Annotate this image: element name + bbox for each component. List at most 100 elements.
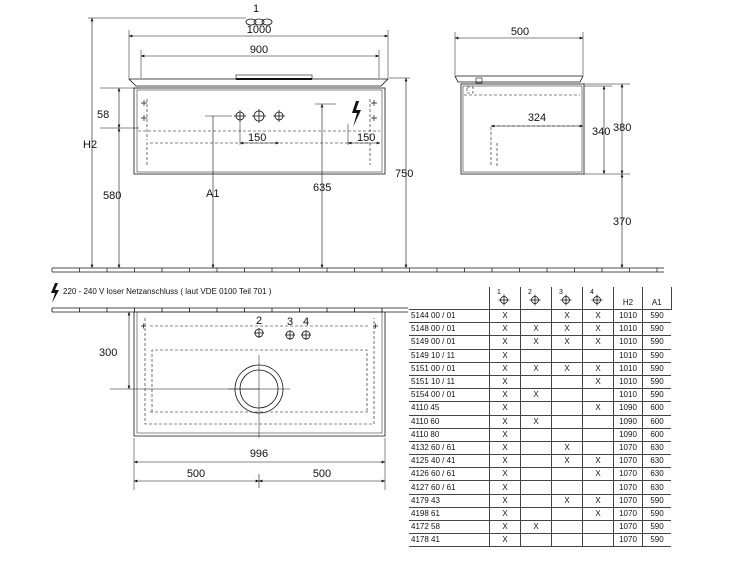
product-code-cell: 4126 60 / 61 (409, 467, 490, 482)
a1-cell: 590 (642, 519, 671, 535)
a1-cell: 600 (642, 414, 671, 429)
mark-cell: X (582, 467, 614, 482)
mark-cell: X (489, 401, 521, 416)
mark-cell: X (520, 335, 552, 350)
h2-cell: 1070 (613, 480, 643, 495)
front-elevation (88, 17, 410, 269)
plan-callout-4: 4 (303, 316, 309, 328)
mark-cell: X (489, 374, 521, 390)
mark-cell: X (582, 506, 614, 522)
product-code-cell: 5151 10 / 11 (409, 374, 490, 390)
product-code-cell: 4127 60 / 61 (409, 480, 490, 495)
mark-cell: X (582, 493, 614, 508)
dim-580: 580 (103, 190, 121, 202)
mark-cell (551, 348, 583, 363)
mark-cell: X (489, 388, 521, 403)
h2-cell: 1010 (613, 308, 643, 324)
mark-cell (551, 480, 583, 495)
mark-cell: X (551, 493, 583, 508)
spec-header-icon-wrap: 1 (495, 287, 515, 309)
mark-cell (520, 401, 552, 416)
product-code-cell: 4132 60 / 61 (409, 440, 490, 456)
a1-cell: 600 (642, 427, 671, 442)
product-code-cell: 4198 61 (409, 506, 490, 522)
mark-cell (520, 374, 552, 390)
dim-340: 340 (592, 126, 610, 138)
mark-cell: X (489, 454, 521, 469)
product-code-cell: 4172 58 (409, 519, 490, 535)
mark-cell: X (520, 519, 552, 535)
mark-cell (582, 388, 614, 403)
dim-basin-width: 900 (250, 44, 268, 56)
front-cabinet (133, 87, 386, 175)
mark-cell (582, 414, 614, 429)
valve-icon (591, 294, 603, 306)
dim-500-right: 500 (313, 468, 331, 480)
mark-cell: X (489, 427, 521, 442)
dim-300: 300 (99, 347, 117, 359)
tap-callout-label: 1 (253, 3, 259, 15)
mark-cell (582, 519, 614, 535)
mark-cell (520, 506, 552, 522)
mark-cell (551, 401, 583, 416)
mark-cell (520, 480, 552, 495)
h2-cell: 1070 (613, 519, 643, 535)
spec-header-number: 4 (590, 289, 594, 296)
spec-header-col-5: H2 (613, 287, 643, 310)
connection-note: 220 - 240 V loser Netzanschluss ( laut V… (63, 287, 272, 296)
mark-cell (551, 519, 583, 535)
dim-380: 380 (613, 122, 631, 134)
plan-callout-2: 2 (256, 315, 262, 327)
product-code-cell: 4110 80 (409, 427, 490, 442)
mark-cell (520, 440, 552, 456)
product-code-cell: 4178 41 (409, 533, 490, 548)
mark-cell (582, 533, 614, 548)
floor-line (51, 267, 664, 273)
a1-cell: 590 (642, 374, 671, 390)
plan-view (51, 307, 408, 490)
a1-cell: 590 (642, 388, 671, 403)
mark-cell: X (582, 322, 614, 337)
mark-cell (582, 348, 614, 363)
a1-cell: 630 (642, 454, 671, 469)
mark-cell (551, 533, 583, 548)
spec-header-icon-wrap: 4 (588, 287, 608, 309)
dim-h2: H2 (83, 139, 97, 151)
product-code-cell: 4110 45 (409, 401, 490, 416)
mark-cell (551, 467, 583, 482)
spec-header-col-4: 4 (582, 287, 614, 310)
mark-cell: X (520, 414, 552, 429)
mark-cell (551, 374, 583, 390)
spec-header-col-1: 1 (489, 287, 521, 310)
valve-icon (560, 294, 572, 306)
mark-cell (582, 440, 614, 456)
a1-cell: 590 (642, 533, 671, 548)
mark-cell: X (489, 414, 521, 429)
product-code-cell: 4125 40 / 41 (409, 454, 490, 469)
mark-cell (582, 480, 614, 495)
spec-header-col-3: 3 (551, 287, 583, 310)
product-code-cell: 5149 10 / 11 (409, 348, 490, 363)
mark-cell: X (489, 308, 521, 324)
side-countertop (454, 75, 584, 83)
mark-cell (582, 427, 614, 442)
h2-cell: 1010 (613, 335, 643, 350)
mark-cell: X (489, 335, 521, 350)
h2-cell: 1070 (613, 454, 643, 469)
h2-cell: 1070 (613, 493, 643, 508)
product-code-cell: 5148 00 / 01 (409, 322, 490, 337)
a1-cell: 590 (642, 361, 671, 376)
mark-cell: X (582, 374, 614, 390)
dim-a1: A1 (206, 188, 219, 200)
dim-370: 370 (613, 216, 631, 228)
h2-cell: 1070 (613, 467, 643, 482)
h2-cell: 1010 (613, 322, 643, 337)
dim-side-depth: 500 (511, 26, 529, 38)
